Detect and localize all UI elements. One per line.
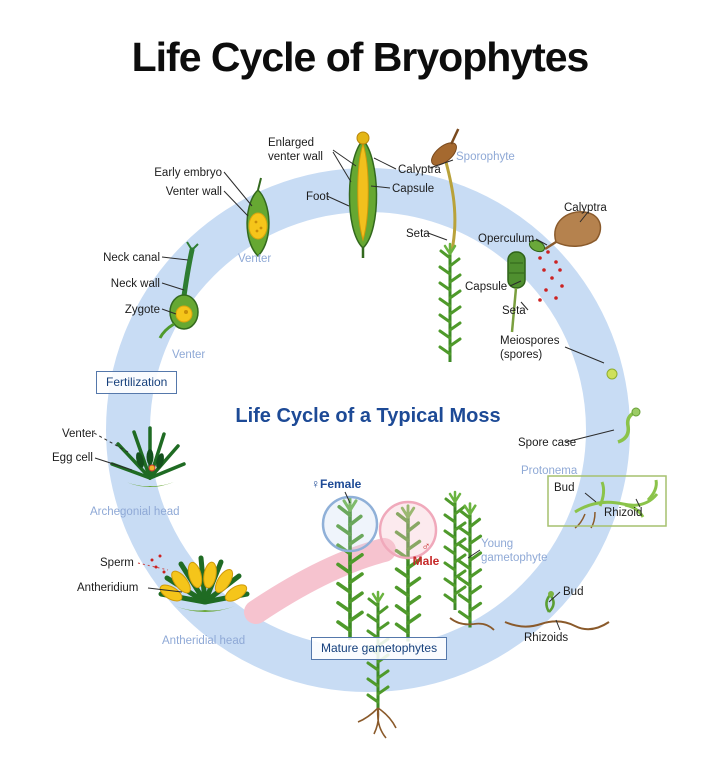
label-early-embryo: Early embryo [154,167,222,179]
protonema-illustration [574,479,659,529]
label-operculum: Operculum [478,233,535,245]
label-zygote: Zygote [124,304,160,316]
label-sperm: Sperm [100,557,134,569]
label-egg-cell: Egg cell [52,452,93,464]
label-seta-right: Seta [502,305,526,317]
label-female: ♀Female [311,477,362,491]
label-young-gametophyte: Young gametophyte [481,538,548,565]
bud-box [547,475,667,527]
label-bud-right: Bud [554,482,575,494]
dashed-leader-lines [93,432,129,453]
label-fertilization: Fertilization [96,371,178,394]
label-venter-wall: Venter wall [165,186,222,198]
label-venter-lower: Venter [172,349,206,361]
label-rhizoid: Rhizoid [604,507,643,519]
label-foot: Foot [306,191,330,203]
germinating-spore-illustration [617,407,641,444]
diagram-center-title: Life Cycle of a Typical Moss [235,405,501,427]
label-venter-left: Venter [62,428,96,440]
capsule-spores-illustration [507,239,564,333]
mature-gametophytes-illustration [336,496,422,739]
venter-early-embryo-illustration [246,177,270,258]
label-antheridial-head: Antheridial head [162,635,246,647]
zygote-venter-illustration [158,241,199,339]
sperm-dashed-line [137,562,169,571]
spore-dots [538,250,564,302]
label-capsule-top: Capsule [392,183,435,195]
label-neck-canal: Neck canal [103,252,160,264]
sporophyte-illustration [431,128,462,364]
calyptra-illustration [544,211,602,251]
label-neck-wall: Neck wall [110,278,160,290]
label-calyptra-top: Calyptra [398,164,441,176]
label-enlarged-venter-wall: Enlarged venter wall [268,137,323,164]
label-male: ♂ Male [412,539,440,568]
leader-lines [94,149,641,631]
enlarged-venter-illustration [348,131,378,258]
page-title: Life Cycle of Bryophytes [131,34,590,80]
label-spore-case: Spore case [518,437,577,449]
label-meiospores: Meiospores (spores) [500,335,560,362]
label-bud-bottom: Bud [563,586,584,598]
label-capsule-right: Capsule [465,281,508,293]
fertilization-arc [244,538,396,624]
label-sporophyte: Sporophyte [456,151,515,163]
meiospore-illustration [606,368,618,380]
label-seta-top: Seta [406,228,430,240]
label-venter-upper: Venter [238,253,272,265]
archegonial-head-illustration [110,426,186,487]
bud-rhizoid-illustration [504,591,610,631]
label-antheridium: Antheridium [77,582,139,594]
antheridial-head-illustration [158,555,250,612]
label-calyptra-right: Calyptra [564,202,607,214]
label-mature-gametophytes: Mature gametophytes [311,637,448,660]
label-protonema: Protonema [521,465,578,477]
label-archegonial-head: Archegonial head [90,506,180,518]
female-circle [321,495,379,553]
label-rhizoids: Rhizoids [524,632,569,644]
young-gametophyte-illustration [443,490,495,631]
male-circle [378,500,438,560]
sperm-dots [150,554,166,574]
